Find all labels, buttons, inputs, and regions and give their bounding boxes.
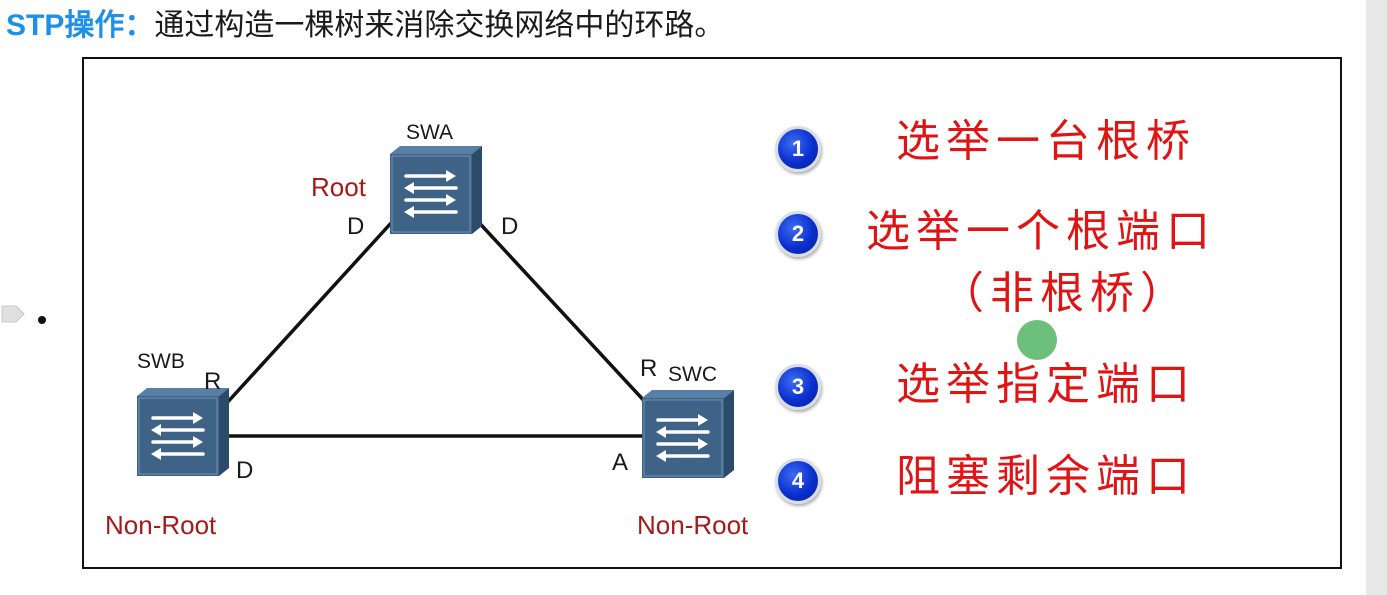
swc-role: Non-Root <box>637 510 749 540</box>
title-description: 通过构造一棵树来消除交换网络中的环路。 <box>154 9 725 42</box>
laser-pointer-dot <box>1017 320 1057 360</box>
bullet-dot <box>38 316 46 324</box>
link-swa-swc <box>470 213 650 407</box>
step-badge: 3 <box>775 364 821 410</box>
swa-name: SWA <box>406 121 454 144</box>
step-badge: 4 <box>775 458 821 504</box>
link-swa-swb <box>223 220 394 407</box>
swb-port-top: R <box>204 368 222 395</box>
window-edge <box>1366 0 1387 595</box>
switch-icon <box>388 144 484 236</box>
page-title: STP操作：通过构造一棵树来消除交换网络中的环路。 <box>6 4 724 48</box>
step-badge: 1 <box>775 126 821 172</box>
step-2-text: 选举一个根端口 <box>866 206 1216 257</box>
step-4-text: 阻塞剩余端口 <box>896 451 1196 502</box>
step-3-text: 选举指定端口 <box>896 359 1196 410</box>
step-badge: 2 <box>775 211 821 257</box>
swa-port-left: D <box>347 213 365 240</box>
swa-role: Root <box>311 172 366 202</box>
switch-icon <box>640 388 736 480</box>
swc-port-left: A <box>612 449 629 476</box>
bullet-marker-icon <box>1 305 25 323</box>
swc-port-top: R <box>640 355 658 382</box>
title-prefix: STP操作 <box>6 9 125 42</box>
swb-port-right: D <box>236 457 254 484</box>
swb-role: Non-Root <box>105 510 217 540</box>
step-2-note: （非根桥） <box>940 268 1190 319</box>
links <box>223 213 650 438</box>
swc-name: SWC <box>668 363 717 386</box>
step-1-text: 选举一台根桥 <box>896 116 1196 167</box>
switch-icon <box>135 386 231 478</box>
diagram-frame <box>82 57 1342 569</box>
swa-port-right: D <box>501 213 519 240</box>
swb-name: SWB <box>137 350 185 373</box>
title-separator: ： <box>124 9 155 42</box>
